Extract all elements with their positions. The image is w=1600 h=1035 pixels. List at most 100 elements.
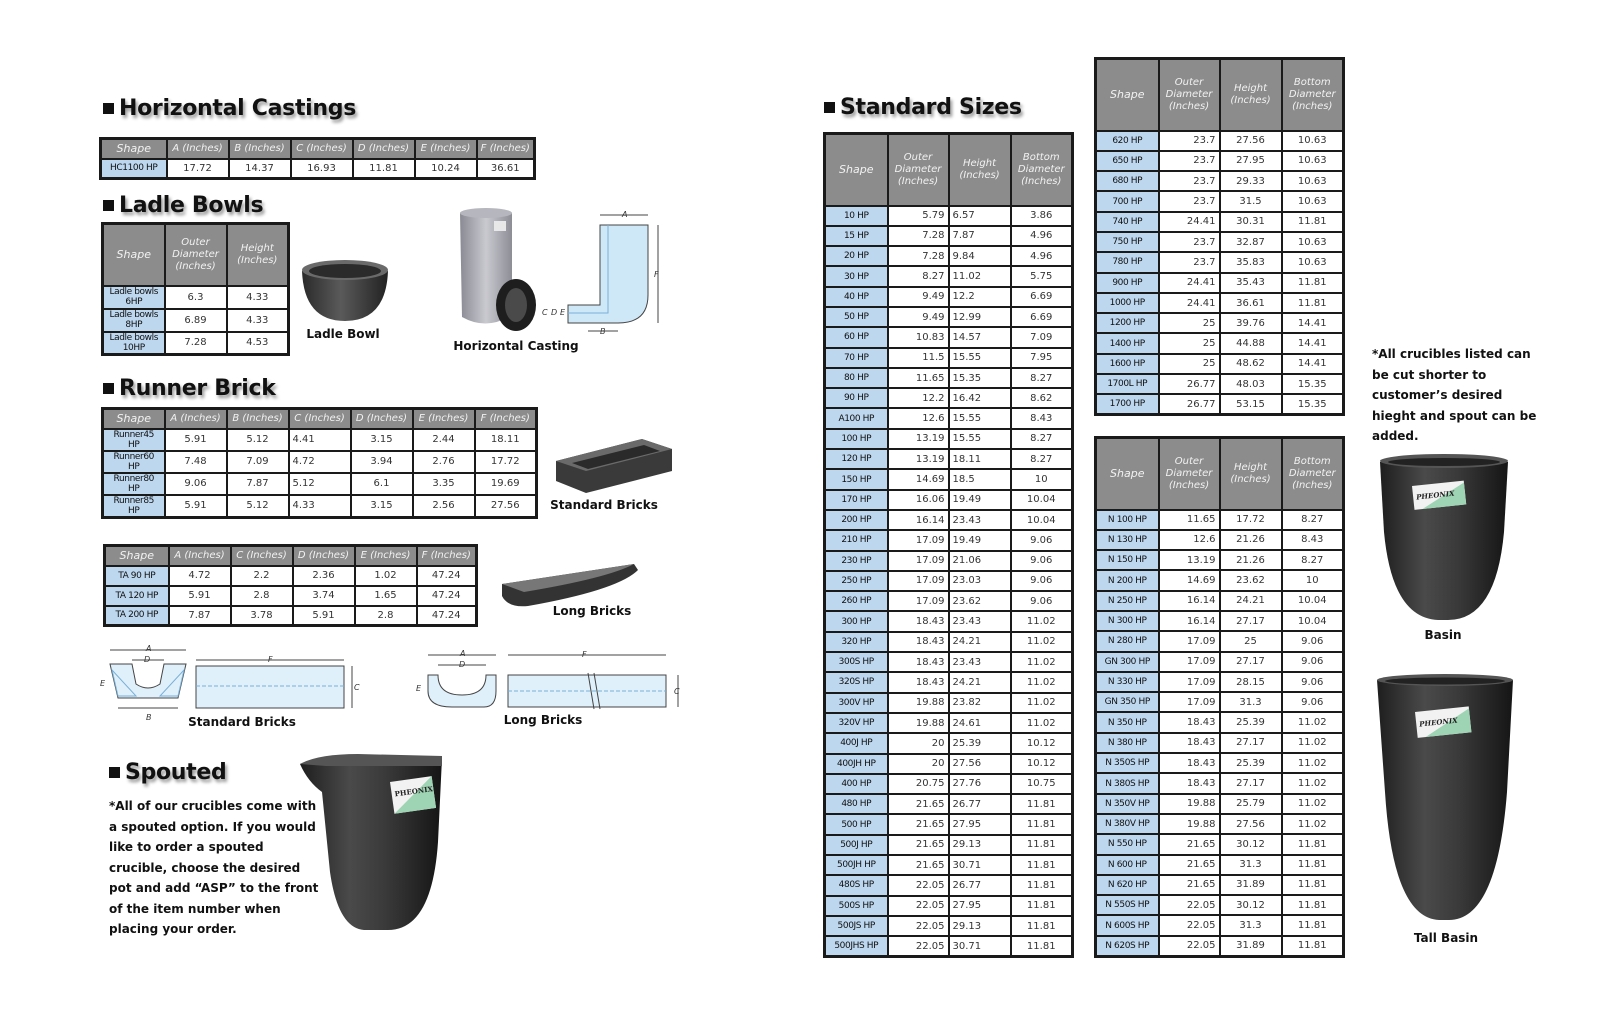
value-cell: 23.7	[1157, 129, 1221, 152]
value-cell: 10.63	[1280, 230, 1345, 254]
value-cell: 16.14	[1157, 589, 1221, 612]
shape-cell: 120 HP	[823, 448, 889, 471]
value-cell: 6.69	[1009, 285, 1074, 308]
value-cell: 27.56	[473, 493, 538, 518]
column-header: E (Inches)	[413, 138, 478, 160]
value-cell: 23.62	[947, 590, 1012, 613]
shape-cell: N 250 HP	[1094, 589, 1160, 612]
shape-cell: N 620S HP	[1094, 934, 1160, 958]
value-cell: 21.65	[1157, 873, 1221, 897]
value-cell: 24.41	[1157, 210, 1221, 233]
value-cell: 5.91	[167, 584, 232, 607]
shape-cell: 1600 HP	[1094, 352, 1160, 376]
shape-cell: 230 HP	[823, 549, 889, 572]
value-cell: 17.09	[1157, 630, 1221, 653]
shape-cell: 320 HP	[823, 630, 889, 654]
value-cell: 11.81	[1009, 813, 1074, 836]
value-cell: 7.28	[886, 224, 950, 248]
value-cell: 11.81	[1009, 793, 1074, 816]
shape-cell: 500JS HP	[823, 914, 889, 938]
value-cell: 48.62	[1218, 352, 1283, 376]
svg-text:C: C	[354, 683, 360, 692]
value-cell: 25	[1157, 312, 1221, 335]
value-cell: 8.43	[1009, 407, 1074, 430]
tall-basin-label: Tall Basin	[1413, 931, 1479, 945]
value-cell: 47.24	[415, 604, 478, 627]
value-cell: 27.56	[947, 752, 1012, 775]
value-cell: 11.81	[1280, 833, 1345, 856]
value-cell: 22.05	[1157, 934, 1221, 958]
shape-cell: Ladle bowls 8HP	[101, 307, 166, 333]
value-cell: 8.27	[1280, 549, 1345, 572]
value-cell: 4.72	[167, 564, 232, 587]
value-cell: 11.81	[1280, 210, 1345, 233]
shape-cell: 50 HP	[823, 305, 889, 329]
value-cell: 17.09	[886, 590, 950, 613]
value-cell: 4.33	[225, 307, 290, 333]
value-cell: 10.04	[1009, 508, 1074, 532]
value-cell: 11.81	[1009, 935, 1074, 958]
value-cell: 8.62	[1009, 387, 1074, 410]
value-cell: 4.33	[225, 284, 290, 310]
svg-text:F: F	[582, 650, 587, 659]
shape-cell: 70 HP	[823, 346, 889, 369]
value-cell: 11.02	[947, 265, 1012, 288]
standard-bricks-diagram: A D B E F C	[100, 644, 360, 720]
value-cell: 27.17	[1218, 609, 1283, 633]
column-header: Height (Inches)	[225, 223, 290, 287]
value-cell: 12.6	[1157, 528, 1221, 552]
value-cell: 11.81	[1009, 914, 1074, 938]
value-cell: 23.82	[947, 691, 1012, 714]
value-cell: 10	[1280, 569, 1345, 592]
heading-text: Spouted	[125, 760, 227, 785]
value-cell: 10.75	[1009, 772, 1074, 796]
value-cell: 7.09	[1009, 326, 1074, 349]
value-cell: 23.7	[1157, 230, 1221, 254]
value-cell: 7.87	[947, 224, 1012, 248]
value-cell: 11.02	[1009, 651, 1074, 674]
value-cell: 4.53	[225, 330, 290, 356]
value-cell: 2.8	[353, 604, 418, 627]
column-header: D (Inches)	[349, 408, 414, 430]
shape-cell: Ladle bowls 10HP	[101, 330, 166, 356]
value-cell: 6.57	[947, 204, 1012, 227]
dim-e: E	[560, 308, 566, 317]
value-cell: 9.06	[1009, 590, 1074, 613]
value-cell: 18.5	[947, 468, 1012, 491]
heading-text: Ladle Bowls	[119, 193, 264, 218]
dim-a: A	[621, 210, 627, 219]
column-header: Shape	[1094, 58, 1160, 132]
svg-text:PHEONIX: PHEONIX	[1418, 716, 1459, 729]
value-cell: 19.88	[1157, 792, 1221, 815]
value-cell: 19.88	[886, 711, 950, 735]
value-cell: 21.65	[1157, 833, 1221, 856]
value-cell: 11.02	[1009, 671, 1074, 694]
value-cell: 35.43	[1218, 271, 1283, 294]
value-cell: 13.19	[1157, 549, 1221, 572]
value-cell: 9.06	[1280, 650, 1345, 673]
column-header: Shape	[103, 545, 170, 567]
